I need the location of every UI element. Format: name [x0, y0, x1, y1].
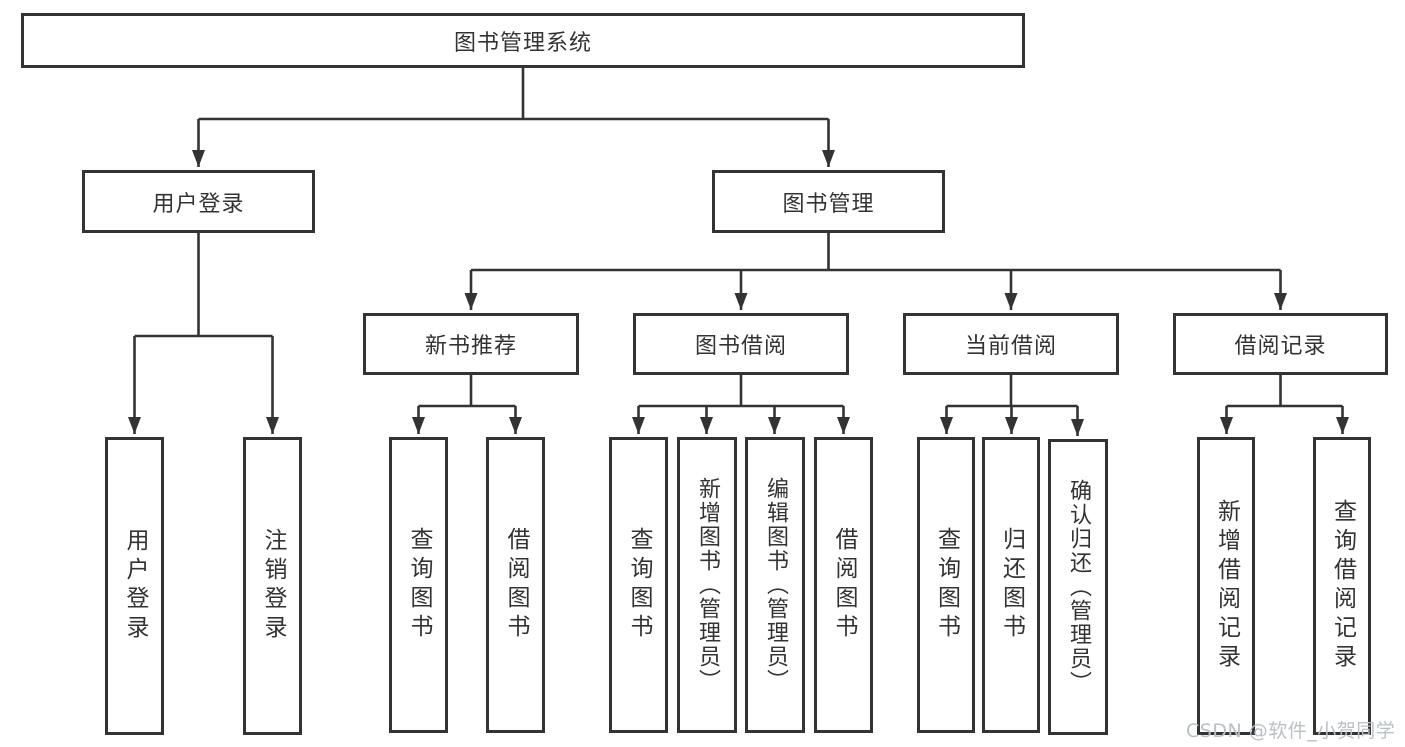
leaf-logout: 注销登录	[243, 437, 302, 735]
leaf-edit-book-admin: 编辑图书（管理员）	[745, 437, 805, 733]
node-book-borrow: 图书借阅	[633, 313, 849, 375]
leaf-query-books-current: 查询图书	[917, 437, 975, 733]
node-new-book-recommend: 新书推荐	[363, 313, 579, 375]
node-current-borrow: 当前借阅	[903, 313, 1119, 375]
leaf-add-book-admin: 新增图书（管理员）	[677, 437, 737, 733]
leaf-user-login: 用户登录	[105, 437, 164, 735]
leaf-borrow-books-recommend: 借阅图书	[486, 437, 545, 733]
leaf-query-books-recommend: 查询图书	[389, 437, 448, 733]
leaf-add-borrow-record: 新增借阅记录	[1197, 437, 1255, 735]
node-root-library-system: 图书管理系统	[21, 13, 1025, 68]
node-book-management: 图书管理	[712, 170, 945, 233]
leaf-return-book: 归还图书	[982, 437, 1040, 733]
node-user-login: 用户登录	[82, 170, 315, 233]
csdn-watermark: CSDN @软件_小贺同学	[1186, 720, 1396, 742]
leaf-confirm-return-admin: 确认归还（管理员）	[1048, 439, 1108, 735]
leaf-query-books-borrow: 查询图书	[609, 437, 668, 733]
leaf-borrow-books: 借阅图书	[814, 437, 873, 733]
node-borrow-record: 借阅记录	[1173, 313, 1388, 375]
leaf-query-borrow-record: 查询借阅记录	[1313, 437, 1371, 735]
